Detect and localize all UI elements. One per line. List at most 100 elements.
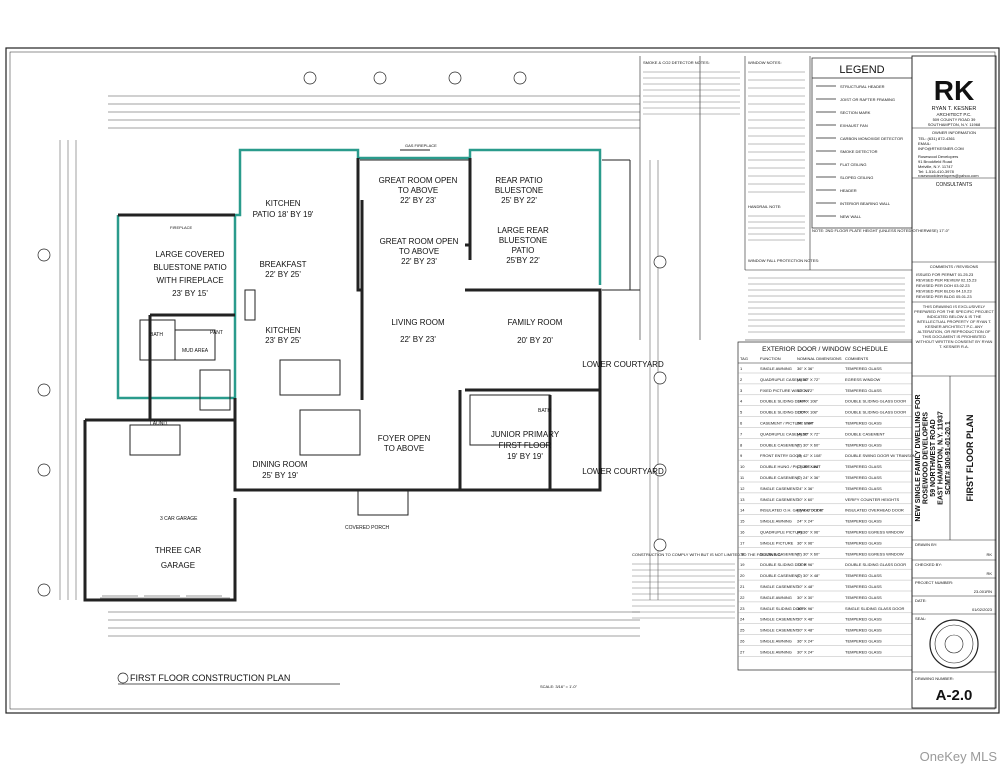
checked-by-value: RK xyxy=(986,571,992,576)
room-kitchen-patio-l1: KITCHEN xyxy=(265,199,300,208)
schedule-cell: SINGLE AWNING xyxy=(760,366,792,371)
section-markers xyxy=(37,71,667,684)
schedule-cell: INSULATED O.H. GARAGE DOOR xyxy=(760,508,823,513)
schedule-cell: 7 xyxy=(740,431,743,436)
room-garage-l2: GARAGE xyxy=(161,561,195,570)
handrail-title: HANDRAIL NOTE: xyxy=(748,204,781,209)
sheet-title: FIRST FLOOR PLAN xyxy=(965,415,975,502)
schedule-cell: DOUBLE SLIDING GLASS DOOR xyxy=(845,410,906,415)
room-living-l2: 22' BY 23' xyxy=(400,335,436,344)
sheet-inner-border xyxy=(9,51,996,710)
schedule-cell: 13 xyxy=(740,497,745,502)
schedule-cell: SINGLE CASEMENT xyxy=(760,497,799,502)
schedule-cell: TEMPERED GLASS xyxy=(845,649,882,654)
schedule-cell: QUADRUPLE CASEMENT xyxy=(760,377,809,382)
drawn-by-value: RK xyxy=(986,552,992,557)
schedule-cell: TEMPERED GLASS xyxy=(845,540,882,545)
schedule-cell: SINGLE AWNING xyxy=(760,639,792,644)
room-lower-courtyard-1: LOWER COURTYARD xyxy=(582,360,664,369)
schedule-cell: 20 xyxy=(740,573,745,578)
legend-item: SLOPED CEILING xyxy=(840,175,873,180)
schedule-cell: 6 xyxy=(740,421,743,426)
room-breakfast-l2: 22' BY 25' xyxy=(265,270,301,279)
schedule-cell: 11 xyxy=(740,475,745,480)
schedule-cell: (4) 30" X 72" xyxy=(797,431,820,436)
schedule-cell: 36" X 96" xyxy=(797,540,814,545)
room-great-open-l1: GREAT ROOM OPEN xyxy=(379,176,458,185)
revision-entry: REVISED PER BLDG 05.01.23 xyxy=(916,294,972,299)
copyright-text: THIS DRAWING IS EXCLUSIVELY PREPARED FOR… xyxy=(914,304,994,349)
window-notes-title: WINDOW NOTES: xyxy=(748,60,782,65)
plan-title: FIRST FLOOR CONSTRUCTION PLAN xyxy=(130,673,290,683)
schedule-cell: SINGLE SLIDING DOOR xyxy=(760,606,805,611)
room-kitchen-l2: 23' BY 25' xyxy=(265,336,301,345)
note-text-lines xyxy=(632,71,905,619)
schedule-cell: (2) 30" X 48" xyxy=(797,573,820,578)
room-fireplace: FIREPLACE xyxy=(170,225,193,230)
room-foyer-l1: FOYER OPEN xyxy=(378,434,431,443)
project-line: NEW SINGLE FAMILY DWELLING FOR xyxy=(915,394,922,521)
schedule-cell: (2) 24" X 36" xyxy=(797,475,820,480)
comments-header: COMMENTS / REVISIONS xyxy=(930,264,979,269)
schedule-cell: FIXED PICTURE WINDOW xyxy=(760,388,809,393)
schedule-cell: SINGLE AWNING xyxy=(760,519,792,524)
schedule-cell: 36" X 96" xyxy=(797,606,814,611)
owner-tel: Tel: 1-516-410-3978 xyxy=(918,169,955,174)
firm-addr2: SOUTHAMPTON, N.Y. 11968 xyxy=(928,122,981,127)
room-lower-courtyard-2: LOWER COURTYARD xyxy=(582,467,664,476)
project-line: EAST HAMPTON, N.Y. 11937 xyxy=(938,411,945,505)
firm-name: RYAN T. KESNER xyxy=(932,106,977,112)
schedule-cell: TEMPERED GLASS xyxy=(845,617,882,622)
room-dining-l1: DINING ROOM xyxy=(252,460,307,469)
schedule-cell: (2) 30" X 60" xyxy=(797,551,820,556)
schedule-cell: 1 xyxy=(740,366,743,371)
owner-addr1: 91 Brookfield Road xyxy=(918,159,952,164)
schedule-cell: 25 xyxy=(740,628,745,633)
schedule-cell: 72" X 72" xyxy=(797,388,814,393)
schedule-cell: 30" X 60" xyxy=(797,497,814,502)
room-great-open-l2: TO ABOVE xyxy=(398,186,438,195)
schedule-cell: EGRESS WINDOW xyxy=(845,377,881,382)
construction-title: CONSTRUCTION TO COMPLY WITH BUT IS NOT L… xyxy=(632,552,782,557)
interior-walls xyxy=(129,149,640,516)
schedule-cell: DOUBLE CASEMENT xyxy=(760,551,800,556)
notes-column xyxy=(639,56,912,341)
room-large-rear-l1: LARGE REAR xyxy=(497,226,549,235)
owner-addr2: Melville, N.Y. 11747 xyxy=(918,164,954,169)
room-junior-l3: 19' BY 19' xyxy=(507,452,543,461)
room-bath2: BATH xyxy=(538,408,551,414)
project-number-label: PROJECT NUMBER: xyxy=(915,580,953,585)
room-dining-l2: 25' BY 19' xyxy=(262,471,298,480)
schedule-cell: 30" X 48" xyxy=(797,617,814,622)
date-value: 01/02/2023 xyxy=(972,607,993,612)
room-gas-fireplace: GAS FIREPLACE xyxy=(405,143,437,148)
schedule-cell: INSULATED OVERHEAD DOOR xyxy=(845,508,904,513)
schedule-cell: TEMPERED GLASS xyxy=(845,388,882,393)
smoke-notes-title: SMOKE & CO2 DETECTOR NOTES: xyxy=(643,60,710,65)
legend-item: JOIST OR RAFTER FRAMING xyxy=(840,97,895,102)
room-breakfast-l1: BREAKFAST xyxy=(259,260,306,269)
room-family-l1: FAMILY ROOM xyxy=(508,318,563,327)
schedule-header-cell: NOMINAL DIMENSIONS xyxy=(797,356,842,361)
project-line: SCMT# 300-91-01-20.1 xyxy=(945,421,952,495)
schedule-cell: 36" X 24" xyxy=(797,639,814,644)
schedule-cell: 15 xyxy=(740,519,745,524)
schedule-cell: TEMPERED GLASS xyxy=(845,639,882,644)
schedule-cell: (2) 42" X 108" xyxy=(797,453,822,458)
schedule-cell: 16 xyxy=(740,530,745,535)
schedule-cell: DOUBLE HUNG / PICTURE UNIT xyxy=(760,464,821,469)
plan-scale: SCALE: 3/16" = 1'-0" xyxy=(540,684,578,689)
firm-addr1: 509 COUNTY ROAD 39 xyxy=(933,117,977,122)
room-garage-label: 3 CAR GARAGE xyxy=(160,516,198,522)
schedule-cell: 5 xyxy=(740,410,743,415)
revision-entry: ISSUED FOR PERMIT 01.25.23 xyxy=(916,272,974,277)
schedule-cell: (4) 30" X 72" xyxy=(797,377,820,382)
room-foyer-l2: TO ABOVE xyxy=(384,444,424,453)
legend-item: CARBON MONOXIDE DETECTOR xyxy=(840,136,903,141)
room-great-2-l3: 22' BY 23' xyxy=(401,257,437,266)
